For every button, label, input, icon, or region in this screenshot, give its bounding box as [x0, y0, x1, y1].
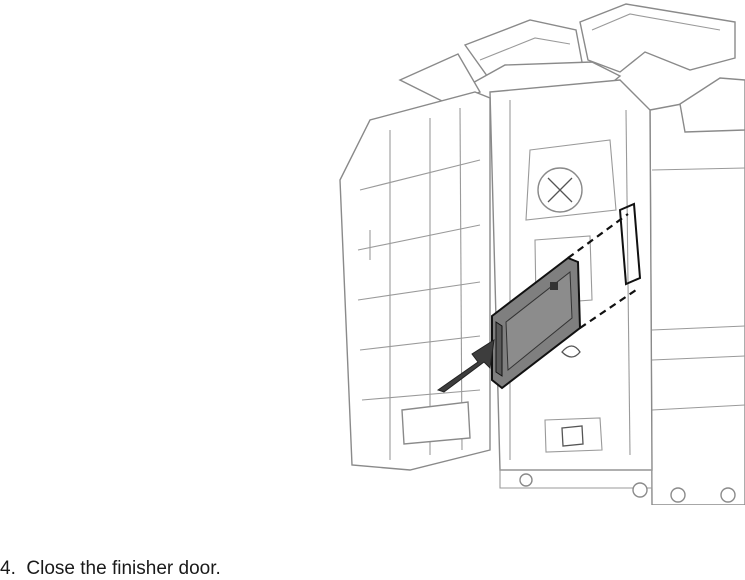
step-number: 4. [0, 558, 16, 579]
step-instruction: 4. Close the finisher door. [0, 558, 221, 580]
finisher-door [339, 91, 491, 471]
finisher-illustration [339, 3, 745, 505]
step-text: Close the finisher door. [26, 558, 221, 579]
insert-arrow [436, 338, 495, 393]
alignment-guides [567, 202, 642, 329]
printer-body [649, 77, 745, 505]
